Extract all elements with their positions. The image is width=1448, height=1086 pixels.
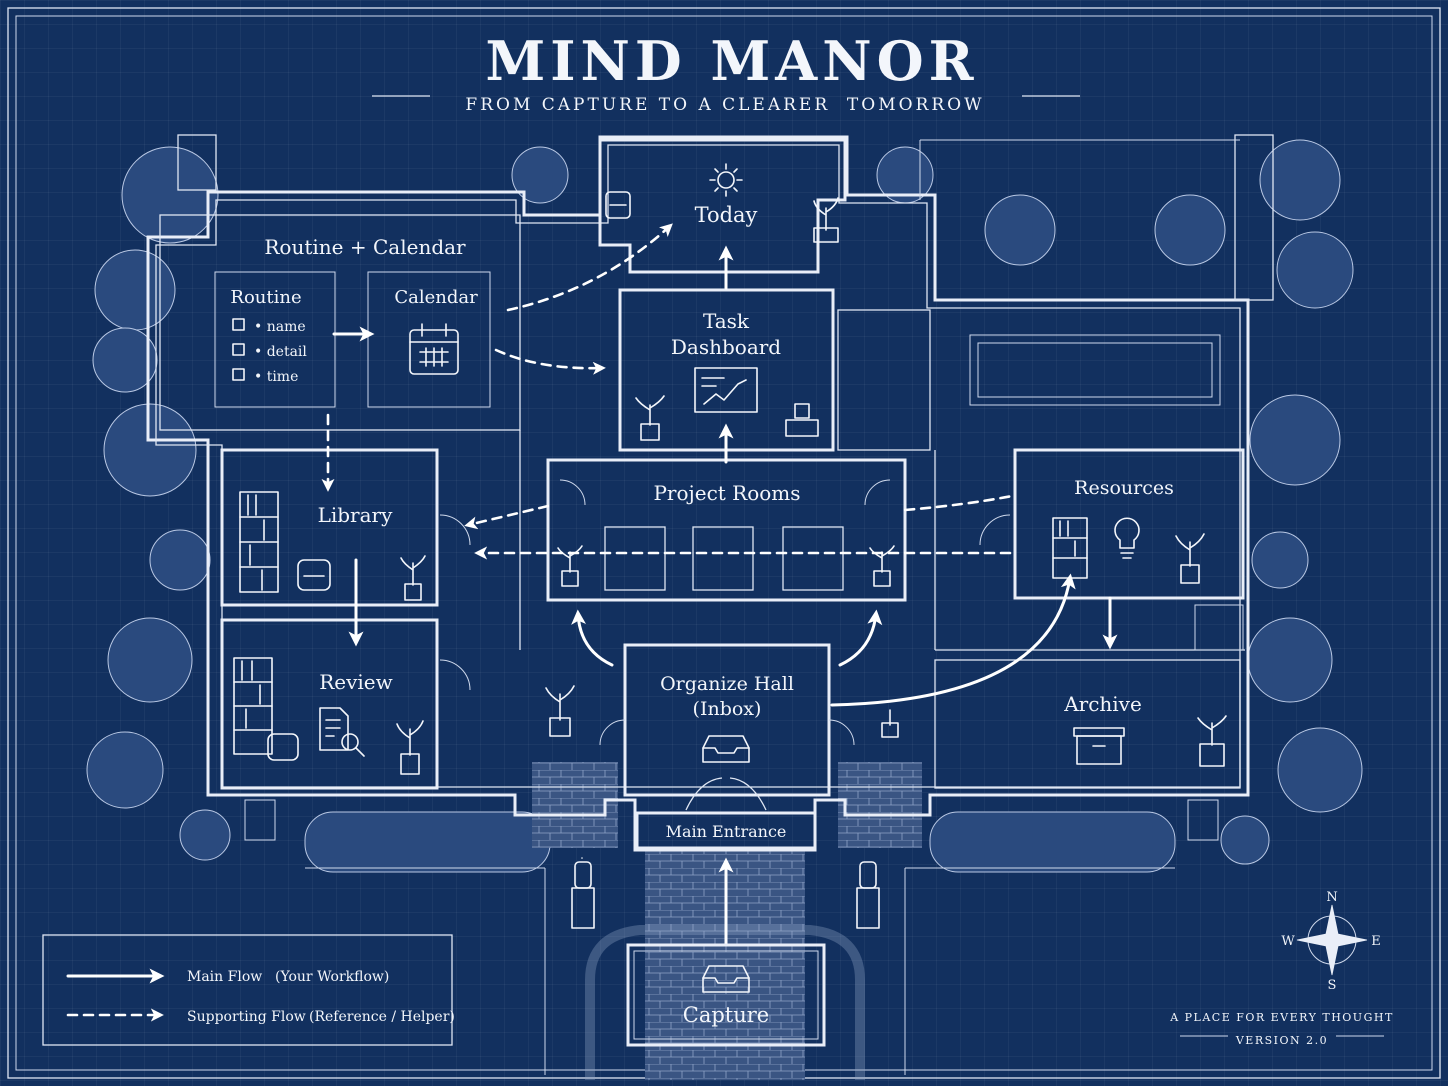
flow-organize-to-resources (830, 573, 1076, 707)
compass-n: N (1326, 890, 1337, 905)
room-label-task-dashboard-1: Task (703, 309, 750, 333)
legend-main-flow-label: Main Flow (187, 969, 262, 985)
bookshelf-icon (1052, 517, 1088, 579)
plant-icon (545, 685, 575, 737)
bookshelf-icon (233, 657, 273, 755)
room-label-organize-2: (Inbox) (693, 698, 762, 720)
legend: Main Flow (Your Workflow) Supporting Flo… (42, 934, 455, 1046)
room-label-task-dashboard-2: Dashboard (671, 335, 781, 359)
bookshelf-icon (239, 491, 279, 593)
armchair-icon (297, 559, 331, 591)
compass-w: W (1281, 934, 1295, 949)
room-label-project-rooms: Project Rooms (653, 481, 800, 505)
archive-box-icon (1073, 727, 1125, 765)
plant-icon (1197, 715, 1227, 767)
dash-projects-to-library (464, 504, 550, 530)
routine-item-detail: • detail (254, 344, 307, 360)
capture-inbox-icon (702, 965, 750, 993)
desk-icon (785, 403, 819, 437)
compass-rose: N S W E (1281, 890, 1380, 993)
room-label-routine-calendar: Routine + Calendar (264, 235, 466, 259)
plant-icon (557, 545, 583, 587)
hedge-right (929, 811, 1176, 873)
armchair-icon (605, 191, 631, 219)
garden-trees (86, 139, 1363, 865)
plant-icon (400, 555, 426, 601)
compass-s: S (1328, 978, 1337, 993)
capture-box-inner (633, 950, 819, 1040)
dash-projects-to-resources (903, 494, 1014, 512)
dash-calendar-to-dashboard (494, 348, 606, 375)
lantern-right (856, 861, 880, 929)
hedge-left (304, 811, 551, 873)
legend-supporting-flow-label: Supporting Flow (187, 1009, 306, 1025)
document-search-icon (319, 707, 365, 757)
routine-item-time: • time (254, 369, 298, 385)
plant-icon (1175, 533, 1205, 584)
inbox-tray-icon (702, 735, 750, 763)
paving-right (838, 762, 922, 848)
armchair-icon (267, 733, 299, 761)
flow-organize-to-projects-left (571, 609, 614, 667)
garden-borders (305, 867, 1175, 1075)
plant-icon (396, 720, 424, 775)
room-label-archive: Archive (1063, 692, 1142, 716)
routine-checkboxes (232, 318, 245, 381)
room-label-organize-1: Organize Hall (660, 673, 794, 695)
plant-icon (635, 395, 665, 441)
supporting-flow-arrows (321, 223, 1014, 560)
footer-tagline: A PLACE FOR EVERY THOUGHT (1169, 1011, 1394, 1024)
compass-e: E (1371, 934, 1381, 949)
room-label-today: Today (695, 203, 758, 227)
routine-item-name: • name (254, 319, 306, 335)
capture-box (626, 943, 826, 1047)
legend-main-flow-note: (Your Workflow) (275, 969, 389, 985)
room-label-capture: Capture (683, 1003, 769, 1027)
room-label-main-entrance: Main Entrance (666, 822, 787, 841)
building-walls (146, 134, 1274, 852)
page-title: MIND MANOR (486, 29, 979, 93)
plant-icon (881, 709, 899, 738)
room-label-resources: Resources (1074, 477, 1174, 499)
calendar-icon (409, 323, 459, 375)
room-label-review: Review (319, 670, 393, 694)
main-flow-arrows (332, 245, 1118, 947)
room-label-calendar: Calendar (394, 287, 478, 308)
dash-calendar-to-today (506, 223, 673, 312)
room-label-library: Library (318, 503, 394, 527)
flow-organize-to-projects-right (838, 609, 883, 667)
room-label-routine: Routine (230, 287, 301, 308)
legend-supporting-flow-note: (Reference / Helper) (309, 1009, 455, 1025)
sun-icon (709, 163, 743, 197)
page-subtitle: FROM CAPTURE TO A CLEARER TOMORROW (465, 95, 984, 115)
lightbulb-icon (1114, 517, 1140, 559)
lantern-left (571, 857, 595, 929)
footer-version: VERSION 2.0 (1235, 1034, 1328, 1047)
plant-icon (813, 197, 839, 243)
dashboard-chart-icon (694, 367, 758, 413)
